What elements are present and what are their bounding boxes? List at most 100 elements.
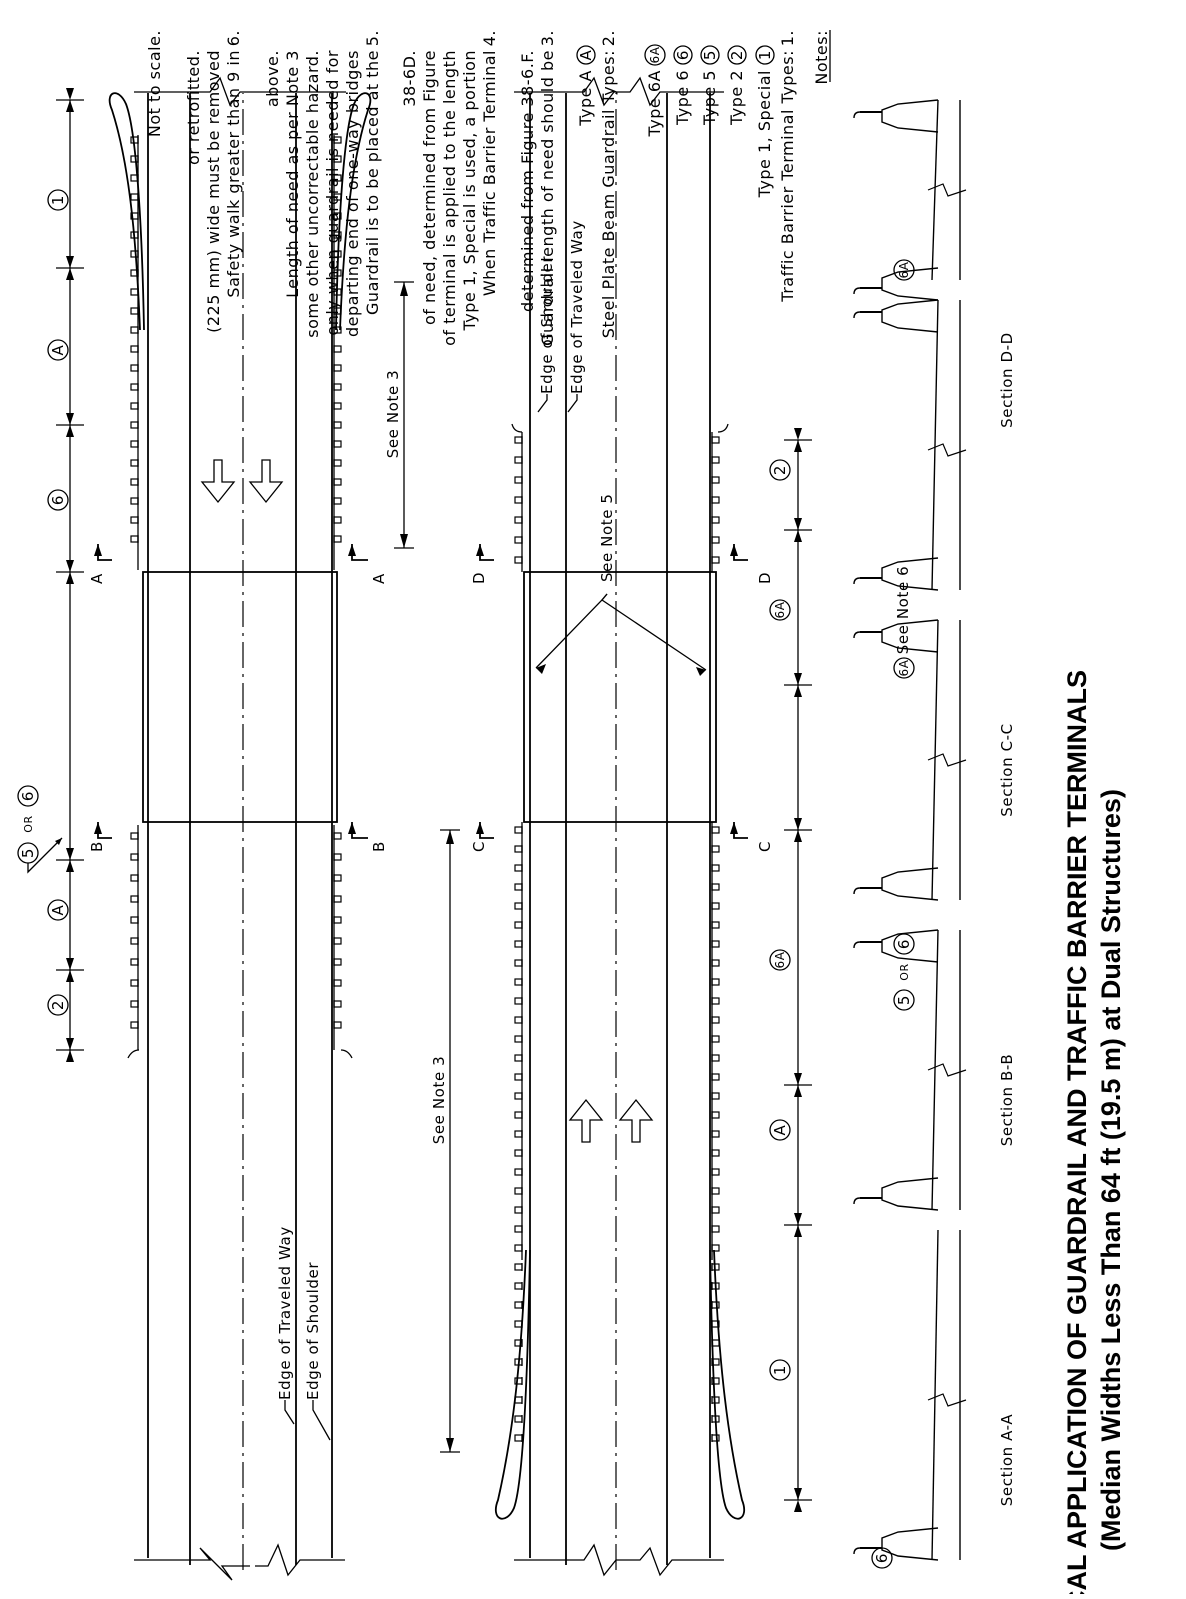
terminal-1-symbol-text: 1 <box>756 50 774 60</box>
section-a-label-top: A <box>88 573 106 584</box>
upper-departing-post-left <box>130 958 139 966</box>
section-break-3 <box>927 1063 967 1077</box>
upper-roadway-plan: 1 A 6 A 2 5 OR 6 B B A A See <box>17 76 414 1581</box>
section-c-arrowhead-bottom <box>730 822 738 834</box>
lower-post-left <box>514 940 523 948</box>
section-rail-6 <box>853 941 861 949</box>
section-5-symbol <box>893 989 915 1011</box>
upper-departing-post-left <box>130 1000 139 1008</box>
lower-departing-post-left <box>514 436 523 444</box>
lower-post-left <box>514 921 523 929</box>
lower-departing-post-left <box>514 516 523 524</box>
lower-dim-arrow-a <box>794 518 802 530</box>
upper-post-left <box>130 155 139 163</box>
section-6a-symbol-c-text: 6A <box>897 659 911 676</box>
deck-d-surface <box>931 99 939 281</box>
section-rail-7 <box>853 1197 861 1205</box>
upper-terminal-left-end <box>108 92 145 331</box>
upper-post-left <box>130 250 139 258</box>
lower-dim-terminal-1 <box>769 1359 791 1381</box>
note-6-line-2: (225 mm) wide must be removed <box>204 50 223 333</box>
upper-dimension-ticks <box>56 88 84 1062</box>
lower-roadway-plan: C C D D See Note 3 Edge of Shoulder Edge… <box>430 76 812 1577</box>
section-rail-5 <box>853 887 861 895</box>
lower-see-note-3-arrow-a <box>446 830 454 844</box>
note-1-number: 1. <box>778 30 797 46</box>
callout-leader-arrowhead <box>55 838 62 845</box>
upper-departing-post-right <box>333 895 342 903</box>
barrier-a-left <box>881 1177 939 1211</box>
guardrail-a-symbol-text: A <box>577 49 595 60</box>
lower-post-right <box>711 940 720 948</box>
upper-post-right <box>333 535 342 543</box>
barrier-c-right <box>881 299 939 333</box>
note-4-line-3: of terminal is applied to the length <box>440 50 459 346</box>
section-6-symbol-b <box>893 933 915 955</box>
lower-dim-terminal-1-text: 1 <box>771 1365 789 1375</box>
section-break-4 <box>927 1393 967 1407</box>
upper-post-left <box>130 364 139 372</box>
not-to-scale-note: Not to scale. <box>145 30 164 137</box>
barrier-a-right <box>881 929 939 963</box>
lower-dim-terminal-6a-text: 6A <box>773 601 787 618</box>
note-3-line-1: Guardrail length of need should be <box>538 50 557 346</box>
terminal-type-6a: Type 6A <box>645 70 664 137</box>
drawing-title: TYPICAL APPLICATION OF GUARDRAIL AND TRA… <box>1062 670 1092 1594</box>
section-break-1 <box>927 443 967 457</box>
lower-edge-traveled-label: Edge of Traveled Way <box>568 220 586 394</box>
section-6a-symbol-c <box>893 657 915 679</box>
lower-dim-terminal-2-text: 2 <box>771 465 789 475</box>
upper-post-left <box>130 497 139 505</box>
upper-departing-post-left <box>130 832 139 840</box>
lower-dim-arrow-b <box>794 685 802 697</box>
upper-departing-post-left <box>130 1021 139 1029</box>
note-3-line-2: determined from Figure 38-6.F. <box>518 50 537 312</box>
upper-dim-arrow-a <box>66 256 74 268</box>
section-rail-8 <box>853 1547 861 1555</box>
deck-a-surface <box>931 1229 939 1561</box>
barrier-d-right <box>881 99 939 133</box>
lower-dim-arrow-a <box>794 1488 802 1500</box>
lower-post-left <box>514 1263 523 1271</box>
upper-dim-terminal-1 <box>47 189 69 211</box>
terminal-6a-symbol-text: 6A <box>648 46 662 63</box>
note-4-number: 4. <box>480 30 499 46</box>
upper-edge-shoulder-label: Edge of Shoulder <box>304 1262 322 1400</box>
lower-departing-post-right <box>711 556 720 564</box>
lower-post-right <box>711 883 720 891</box>
lower-post-left <box>514 978 523 986</box>
lower-post-left <box>514 1301 523 1309</box>
lower-post-right <box>711 997 720 1005</box>
lower-post-left <box>514 1396 523 1404</box>
upper-departing-post-left <box>130 874 139 882</box>
see-note-5-leader-2 <box>601 593 707 671</box>
upper-post-left <box>130 345 139 353</box>
barrier-d-left <box>881 267 939 301</box>
drawing-subtitle: (Median Widths Less Than 64 ft (19.5 m) … <box>1096 789 1126 1551</box>
lower-post-right <box>711 1130 720 1138</box>
note-5-line-4: some other uncorrectable hazard. <box>303 50 322 338</box>
lower-post-left <box>514 845 523 853</box>
upper-post-left <box>130 421 139 429</box>
lower-post-left <box>514 1149 523 1157</box>
section-dd-label: Section D-D <box>998 332 1016 428</box>
lower-dim-arrow-a <box>794 1213 802 1225</box>
section-d-label-bottom: D <box>756 572 774 584</box>
note-5-line-2: departing end of one-way bridges <box>343 50 362 337</box>
note-4-line-2: Type 1, Special is used, a portion <box>460 50 479 332</box>
section-6a-symbol-d-text: 6A <box>897 261 911 278</box>
lower-traffic-arrow-1 <box>568 1098 604 1143</box>
section-or-label: OR <box>898 963 911 981</box>
lower-departing-post-left <box>514 536 523 544</box>
upper-dim-arrow-b <box>66 425 74 437</box>
deck-ab-surface <box>931 929 939 1211</box>
upper-post-right <box>333 383 342 391</box>
upper-post-left <box>130 516 139 524</box>
lower-post-right <box>711 1434 720 1442</box>
lower-departing-post-right <box>711 516 720 524</box>
upper-post-right <box>333 440 342 448</box>
callout-terminal-6-text: 6 <box>19 791 37 801</box>
lower-dim-arrow-a <box>794 1073 802 1085</box>
note-2-text: Steel Plate Beam Guardrail Types: <box>599 50 618 338</box>
